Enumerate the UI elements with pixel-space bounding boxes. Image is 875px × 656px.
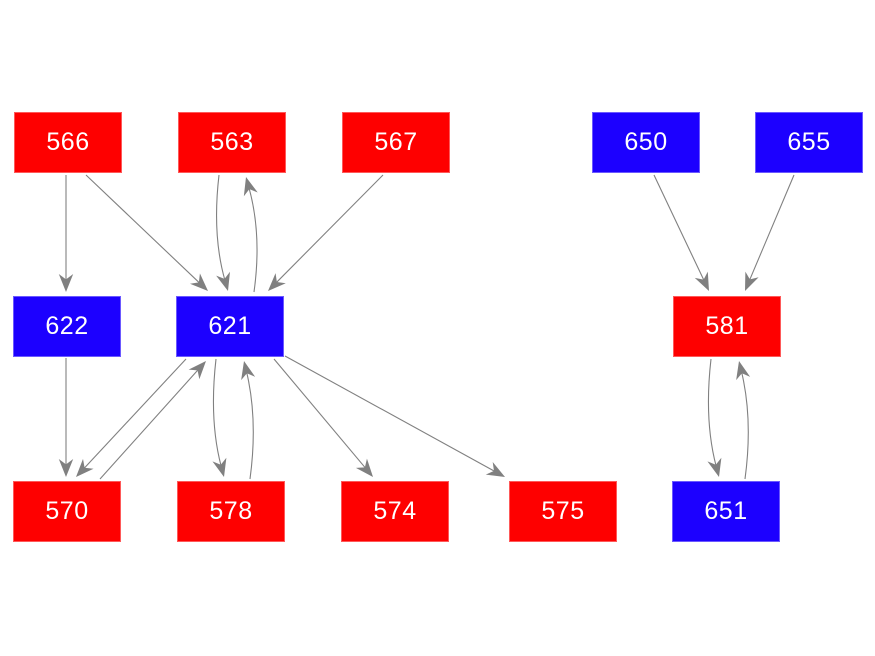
graph-node-622[interactable]: 622 [13, 296, 121, 357]
graph-edge-622-to-570 [58, 358, 74, 477]
graph-node-650[interactable]: 650 [592, 112, 700, 173]
graph-node-574[interactable]: 574 [341, 481, 449, 542]
graph-edge-651-to-581 [736, 361, 751, 480]
graph-node-label: 650 [624, 128, 668, 156]
graph-node-581[interactable]: 581 [673, 296, 781, 357]
graph-edge-570-to-621 [99, 361, 206, 480]
graph-node-563[interactable]: 563 [178, 112, 286, 173]
graph-node-567[interactable]: 567 [342, 112, 450, 173]
graph-node-label: 622 [45, 312, 89, 340]
graph-edge-650-to-581 [653, 174, 709, 291]
graph-node-label: 575 [541, 497, 585, 525]
graph-edge-621-to-570 [76, 358, 187, 477]
graph-node-label: 574 [373, 497, 417, 525]
graph-node-label: 578 [209, 497, 253, 525]
graph-edge-578-to-621 [241, 361, 256, 480]
graph-node-570[interactable]: 570 [13, 481, 121, 542]
graph-edge-566-to-621 [85, 174, 208, 291]
graph-node-575[interactable]: 575 [509, 481, 617, 542]
graph-edge-621-to-563 [243, 177, 258, 293]
graph-node-label: 566 [46, 128, 90, 156]
graph-edge-621-to-575 [284, 355, 505, 477]
graph-node-label: 563 [210, 128, 254, 156]
graph-node-label: 651 [704, 497, 748, 525]
graph-edge-563-to-621 [215, 174, 230, 291]
graph-node-621[interactable]: 621 [176, 296, 284, 357]
graph-edge-621-to-578 [212, 358, 227, 477]
graph-node-578[interactable]: 578 [177, 481, 285, 542]
graph-node-label: 581 [705, 312, 749, 340]
graph-edge-581-to-651 [707, 358, 722, 477]
graph-node-label: 567 [374, 128, 418, 156]
graph-node-label: 655 [787, 128, 831, 156]
graph-edge-566-to-622 [58, 175, 74, 292]
graph-node-566[interactable]: 566 [14, 112, 122, 173]
graph-node-label: 570 [45, 497, 89, 525]
graph-node-651[interactable]: 651 [672, 481, 780, 542]
graph-node-label: 621 [208, 312, 252, 340]
graph-edge-567-to-621 [268, 174, 384, 291]
graph-edge-655-to-581 [745, 174, 795, 291]
graph-edge-621-to-574 [273, 358, 373, 477]
graph-node-655[interactable]: 655 [755, 112, 863, 173]
